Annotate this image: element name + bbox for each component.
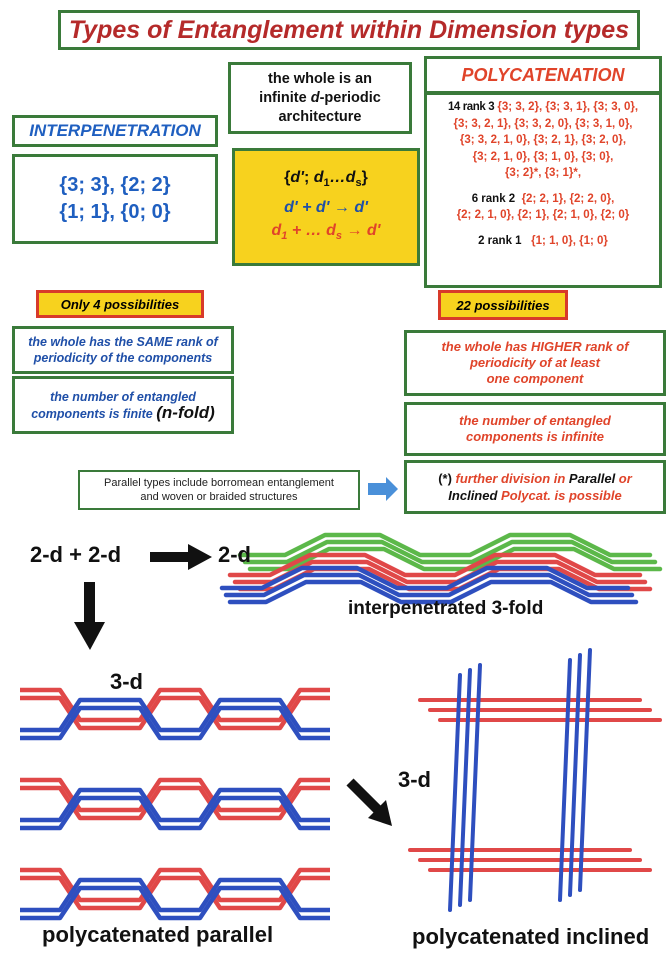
finite-box: the number of entangled components is fi…: [12, 376, 234, 434]
blue-arrow-icon: [368, 477, 398, 501]
result-2d-label: 2-d: [218, 542, 251, 567]
rank3-line: {3; 3, 2}, {3; 3, 1}, {3; 3, 0},: [497, 101, 639, 113]
rank3-block: 14 rank 3 {3; 3, 2}, {3; 3, 1}, {3; 3, 0…: [433, 99, 653, 116]
whole-line-2: infinite d-periodic: [259, 89, 381, 106]
formula-line-3: d1 + … ds → d': [271, 221, 381, 242]
polycatenation-list: 14 rank 3 {3; 3, 2}, {3; 3, 1}, {3; 3, 0…: [424, 92, 662, 288]
rank3-line: {3; 3, 2, 1, 0}, {3; 2, 1}, {3; 2, 0},: [459, 134, 627, 146]
right-arrow-icon: [150, 544, 212, 570]
formula-line-1: {d'; d1…ds}: [284, 169, 368, 190]
whole-description-box: the whole is an infinite d-periodic arch…: [228, 62, 412, 134]
parallel-types-note: Parallel types include borromean entangl…: [78, 470, 360, 510]
interpenetrated-net: [219, 532, 663, 605]
caption-interpenetrated: interpenetrated 3-fold: [348, 598, 544, 619]
3d-label-parallel: 3-d: [110, 669, 143, 694]
interpenetration-line-1: {3; 3}, {2; 2}: [59, 174, 171, 196]
same-rank-box: the whole has the SAME rank of periodici…: [12, 326, 234, 374]
rank3-line: {3; 2, 1, 0}, {3; 1, 0}, {3; 0},: [472, 150, 614, 163]
caption-inclined: polycatenated inclined: [412, 924, 650, 949]
interpenetration-list: {3; 3}, {2; 2} {1; 1}, {0; 0}: [12, 154, 218, 244]
22-possibilities-badge: 22 possibilities: [438, 290, 568, 320]
diagonal-arrow-icon: [346, 778, 392, 826]
rank2-line: {2; 2, 1}, {2; 2, 0},: [521, 192, 615, 205]
whole-line-1: the whole is an: [268, 70, 372, 87]
3d-label-inclined: 3-d: [398, 767, 431, 792]
title-text: Types of Entanglement within Dimension t…: [68, 15, 630, 44]
rank1-line: {1; 1, 0}, {1; 0}: [531, 234, 608, 247]
interpenetration-line-2: {1; 1}, {0; 0}: [59, 201, 171, 223]
page-title: Types of Entanglement within Dimension t…: [58, 10, 640, 50]
polycatenated-parallel-net: [20, 687, 330, 921]
polycatenated-inclined-net: [408, 648, 662, 912]
down-arrow-icon: [74, 582, 105, 650]
only-4-badge: Only 4 possibilities: [36, 290, 204, 318]
formula-line-2: d' + d' → d': [284, 198, 368, 216]
higher-rank-box: the whole has HIGHER rank of periodicity…: [404, 330, 666, 396]
formula-box: {d'; d1…ds} d' + d' → d' d1 + … ds → d': [232, 148, 420, 266]
rank2-block: 6 rank 2 {2; 2, 1}, {2; 2, 0},: [433, 191, 653, 208]
whole-line-3: architecture: [278, 108, 362, 125]
caption-parallel: polycatenated parallel: [42, 922, 274, 947]
rank2-line: {2; 2, 1, 0}, {2; 1}, {2; 1, 0}, {2; 0}: [456, 209, 630, 221]
rank1-block: 2 rank 1 {1; 1, 0}, {1; 0}: [433, 233, 653, 250]
interpenetration-heading: INTERPENETRATION: [12, 115, 218, 147]
rank2-label: 6 rank 2: [471, 192, 516, 205]
equation-label: 2-d + 2-d: [30, 542, 122, 567]
n-fold-label: (n-fold): [156, 402, 215, 422]
rank3-line: {3; 2}*, {3; 1}*,: [504, 167, 582, 179]
infinite-box: the number of entangled components is in…: [404, 402, 666, 456]
rank1-label: 2 rank 1: [478, 234, 522, 247]
rank3-label: 14 rank 3: [447, 101, 495, 113]
rank3-line: {3; 3, 2, 1}, {3; 3, 2, 0}, {3; 3, 1, 0}…: [453, 117, 633, 130]
further-division-box: (*) further division in Parallel or Incl…: [404, 460, 666, 514]
polycatenation-heading: POLYCATENATION: [424, 56, 662, 94]
